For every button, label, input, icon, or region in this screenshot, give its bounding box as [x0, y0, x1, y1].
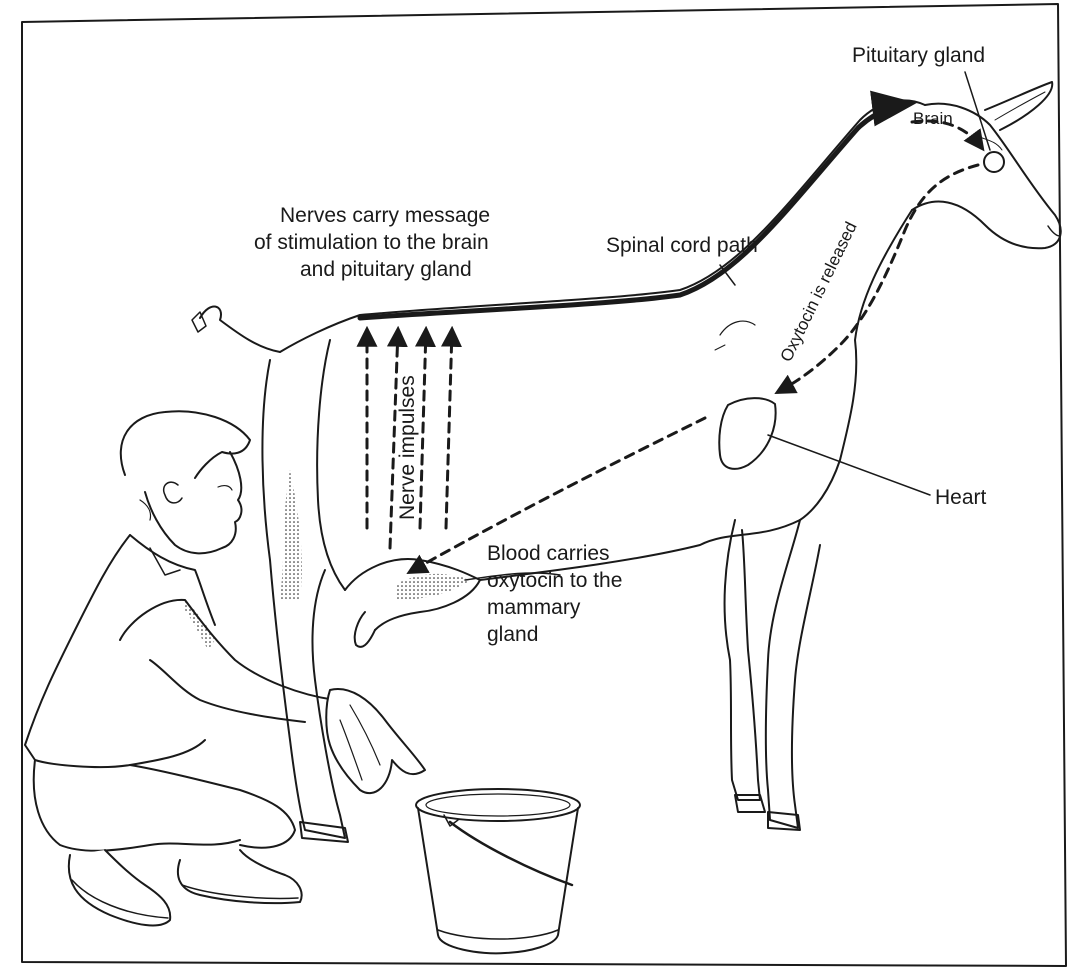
label-nerves-message-line1: Nerves carry message — [280, 204, 490, 227]
label-blood-carries-line1: Blood carries — [487, 542, 610, 565]
goat-illustration — [192, 82, 1061, 842]
label-nerves-message-line3: and pituitary gland — [300, 258, 472, 281]
label-heart: Heart — [935, 486, 987, 509]
label-blood-carries-line2: oxytocin to the — [487, 569, 622, 592]
heart-leader-line — [768, 435, 930, 495]
oxytocin-released-arrow — [778, 165, 978, 392]
bucket-illustration — [416, 789, 580, 953]
label-nerve-impulses: Nerve impulses — [396, 375, 419, 520]
label-oxytocin-released: Oxytocin is released — [777, 219, 861, 365]
heart-shape — [719, 398, 775, 469]
pituitary-marker — [984, 152, 1004, 172]
label-spinal-cord-path: Spinal cord path — [606, 234, 758, 257]
label-nerves-message-line2: of stimulation to the brain — [254, 231, 489, 254]
label-pituitary-gland: Pituitary gland — [852, 44, 985, 67]
label-brain: Brain — [913, 109, 953, 128]
label-blood-carries-line3: mammary — [487, 596, 581, 619]
boy-illustration — [25, 411, 425, 925]
label-blood-carries-line4: gland — [487, 623, 538, 646]
